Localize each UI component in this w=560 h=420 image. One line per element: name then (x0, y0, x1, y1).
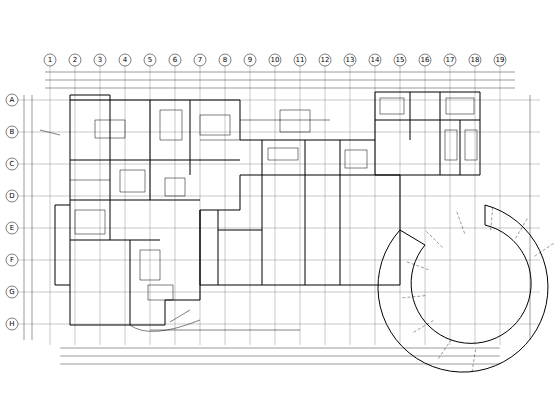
axis-label: A (6, 94, 18, 106)
axis-label: E (6, 222, 18, 234)
axis-label: 14 (369, 54, 381, 66)
axis-label: 19 (494, 54, 506, 66)
axis-label: 18 (469, 54, 481, 66)
axis-label: D (6, 190, 18, 202)
axis-label: F (6, 254, 18, 266)
axis-label: 4 (119, 54, 131, 66)
axis-label: 10 (269, 54, 281, 66)
axis-label: 13 (344, 54, 356, 66)
axis-label: 9 (244, 54, 256, 66)
axis-label: 7 (194, 54, 206, 66)
axis-label: G (6, 286, 18, 298)
axis-label: 17 (444, 54, 456, 66)
axis-label: 5 (144, 54, 156, 66)
axis-label: 8 (219, 54, 231, 66)
axis-label: 15 (394, 54, 406, 66)
axis-label: 11 (294, 54, 306, 66)
axis-label: 3 (94, 54, 106, 66)
axis-label: H (6, 318, 18, 330)
axis-label: 6 (169, 54, 181, 66)
axis-label: 12 (319, 54, 331, 66)
axis-label: C (6, 158, 18, 170)
axis-label: 2 (69, 54, 81, 66)
axis-label: B (6, 126, 18, 138)
axis-label: 1 (44, 54, 56, 66)
axis-label: 16 (419, 54, 431, 66)
